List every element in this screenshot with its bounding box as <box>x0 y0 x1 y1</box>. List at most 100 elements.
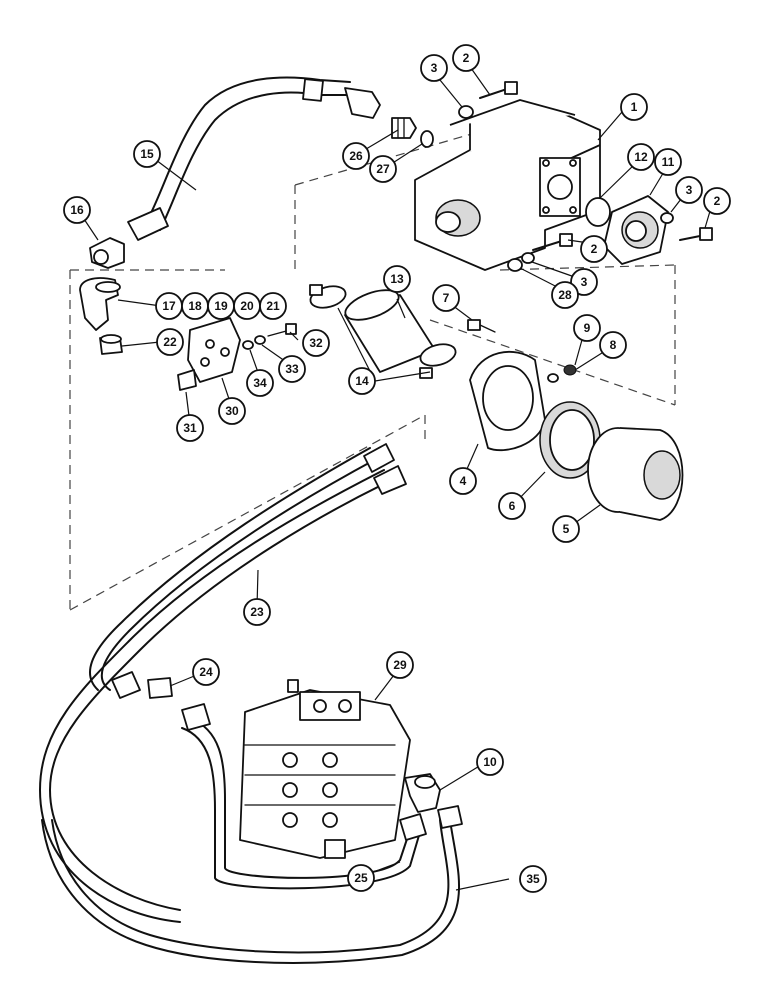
callout-4: 4 <box>449 467 477 495</box>
svg-text:22: 22 <box>163 335 177 349</box>
flange-11 <box>603 195 669 265</box>
callout-10: 10 <box>476 748 504 776</box>
washer-3c <box>521 252 535 264</box>
callout-6: 6 <box>498 492 526 520</box>
washer-3a <box>458 105 474 119</box>
callout-25: 25 <box>347 864 375 892</box>
adapter-plate-4 <box>469 351 546 452</box>
svg-text:35: 35 <box>526 872 540 886</box>
sleeve-13 <box>344 289 436 373</box>
o-ring-27 <box>420 130 434 148</box>
svg-text:10: 10 <box>483 755 497 769</box>
svg-text:4: 4 <box>460 474 467 488</box>
svg-text:8: 8 <box>610 338 617 352</box>
svg-text:32: 32 <box>309 336 323 350</box>
callout-3: 3 <box>420 54 448 82</box>
callout-33: 33 <box>278 355 306 383</box>
callout-13: 13 <box>383 265 411 293</box>
callout-14: 14 <box>348 367 376 395</box>
callout-20: 20 <box>233 292 261 320</box>
callout-31: 31 <box>176 414 204 442</box>
control-valve-29 <box>239 679 411 859</box>
svg-text:13: 13 <box>390 272 404 286</box>
callout-15: 15 <box>133 140 161 168</box>
fitting-26 <box>391 117 417 139</box>
svg-text:30: 30 <box>225 404 239 418</box>
svg-text:21: 21 <box>266 299 280 313</box>
callout-23: 23 <box>243 598 271 626</box>
bolt-2a <box>479 81 518 99</box>
manifold-block-30 <box>187 317 241 383</box>
callout-11: 11 <box>654 148 682 176</box>
svg-text:14: 14 <box>355 374 369 388</box>
svg-text:19: 19 <box>214 299 228 313</box>
fitting-24 <box>147 677 173 699</box>
svg-text:2: 2 <box>463 51 470 65</box>
svg-text:26: 26 <box>349 149 363 163</box>
washer-34 <box>242 340 254 350</box>
callout-21: 21 <box>259 292 287 320</box>
svg-text:24: 24 <box>199 665 213 679</box>
adapter-17-21 <box>79 277 121 331</box>
svg-text:28: 28 <box>558 288 572 302</box>
svg-text:3: 3 <box>686 183 693 197</box>
svg-text:29: 29 <box>393 658 407 672</box>
callout-3: 3 <box>675 176 703 204</box>
svg-text:15: 15 <box>140 147 154 161</box>
callout-30: 30 <box>218 397 246 425</box>
bolt-32 <box>267 323 297 337</box>
callout-2: 2 <box>703 187 731 215</box>
callout-32: 32 <box>302 329 330 357</box>
hose-15 <box>127 76 381 241</box>
o-ring-12 <box>585 197 611 227</box>
nut-8 <box>563 364 577 376</box>
svg-text:2: 2 <box>714 194 721 208</box>
svg-text:1: 1 <box>631 100 638 114</box>
svg-text:17: 17 <box>162 299 176 313</box>
plug-31 <box>177 369 197 391</box>
svg-text:2: 2 <box>591 242 598 256</box>
washer-33 <box>254 335 266 345</box>
housing-5 <box>587 427 684 521</box>
svg-text:18: 18 <box>188 299 202 313</box>
svg-text:3: 3 <box>431 61 438 75</box>
callout-22: 22 <box>156 328 184 356</box>
hose-23 <box>39 443 407 923</box>
nut-22 <box>99 334 123 355</box>
tube-35 <box>41 805 463 964</box>
svg-text:27: 27 <box>376 162 390 176</box>
svg-text:34: 34 <box>253 376 267 390</box>
washer-9 <box>547 373 559 383</box>
elbow-fitting-10 <box>404 773 441 813</box>
callout-1: 1 <box>620 93 648 121</box>
callout-18: 18 <box>181 292 209 320</box>
callout-27: 27 <box>369 155 397 183</box>
callout-16: 16 <box>63 196 91 224</box>
callout-9: 9 <box>573 314 601 342</box>
svg-text:33: 33 <box>285 362 299 376</box>
callout-12: 12 <box>627 143 655 171</box>
callout-2: 2 <box>452 44 480 72</box>
callout-19: 19 <box>207 292 235 320</box>
callout-24: 24 <box>192 658 220 686</box>
screw-7 <box>467 319 496 333</box>
svg-text:20: 20 <box>240 299 254 313</box>
hose-clamp-14a <box>309 284 347 309</box>
callout-28: 28 <box>551 281 579 309</box>
callout-7: 7 <box>432 284 460 312</box>
svg-text:7: 7 <box>443 291 450 305</box>
svg-text:25: 25 <box>354 871 368 885</box>
svg-text:6: 6 <box>509 499 516 513</box>
svg-text:11: 11 <box>662 155 675 169</box>
callout-8: 8 <box>599 331 627 359</box>
callout-26: 26 <box>342 142 370 170</box>
callout-17: 17 <box>155 292 183 320</box>
svg-text:9: 9 <box>584 321 591 335</box>
bolt-2b <box>679 227 713 241</box>
svg-text:5: 5 <box>563 522 570 536</box>
svg-text:16: 16 <box>70 203 84 217</box>
callout-3: 3 <box>570 268 598 296</box>
callout-2: 2 <box>580 235 608 263</box>
svg-text:23: 23 <box>250 605 264 619</box>
